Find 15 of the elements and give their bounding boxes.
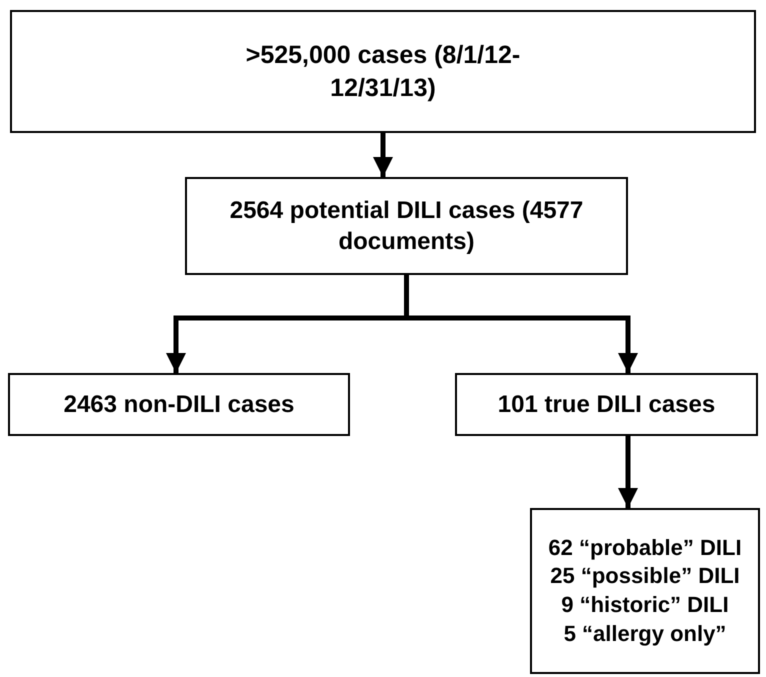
- box-text: 9 “historic” DILI: [561, 591, 729, 619]
- process-box: [530, 508, 760, 674]
- arrow: [373, 133, 393, 177]
- box-text: 62 “probable” DILI: [548, 534, 742, 562]
- box-text: 2463 non-DILI cases: [64, 390, 294, 420]
- process-box: [185, 177, 628, 275]
- box-text: 5 “allergy only”: [564, 620, 726, 648]
- process-box: [8, 373, 350, 436]
- box-text: 25 “possible” DILI: [550, 562, 740, 590]
- box-text: >525,000 cases (8/1/12-12/31/13): [244, 40, 522, 104]
- process-box: [10, 10, 756, 133]
- process-box: [455, 373, 758, 436]
- box-text: 101 true DILI cases: [498, 390, 716, 420]
- arrow: [618, 436, 638, 508]
- box-text: 2564 potential DILI cases (4577 documents): [228, 196, 584, 257]
